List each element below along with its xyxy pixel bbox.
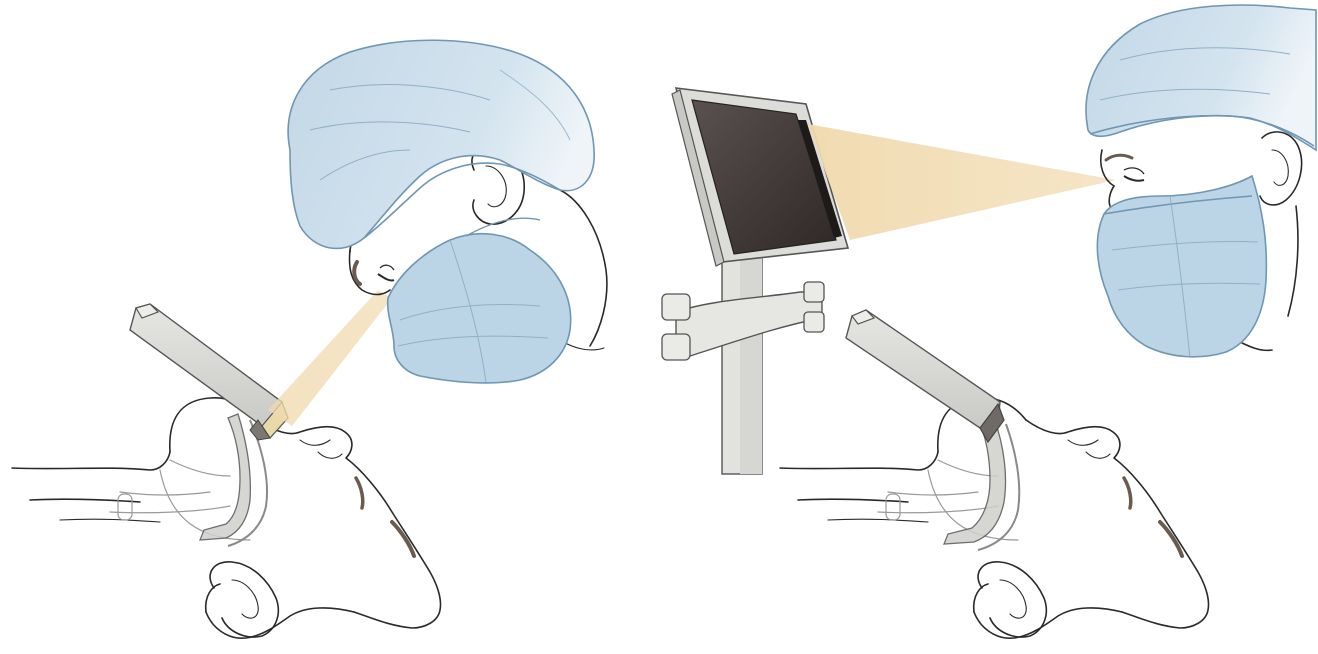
laryngoscope-icon: [129, 303, 289, 547]
sight-line-icon: [268, 290, 392, 426]
sight-line-icon: [808, 124, 1116, 240]
monitor-icon: [671, 87, 850, 267]
clinician-head-icon: [1085, 4, 1317, 359]
direct-laryngoscopy-panel: [11, 39, 608, 639]
patient-head-icon: [11, 397, 442, 639]
clinician-head-icon: [287, 39, 608, 384]
monitor-stand: [661, 243, 825, 475]
video-laryngoscopy-panel: [661, 4, 1317, 639]
laryngoscope-icon: [845, 309, 1021, 551]
